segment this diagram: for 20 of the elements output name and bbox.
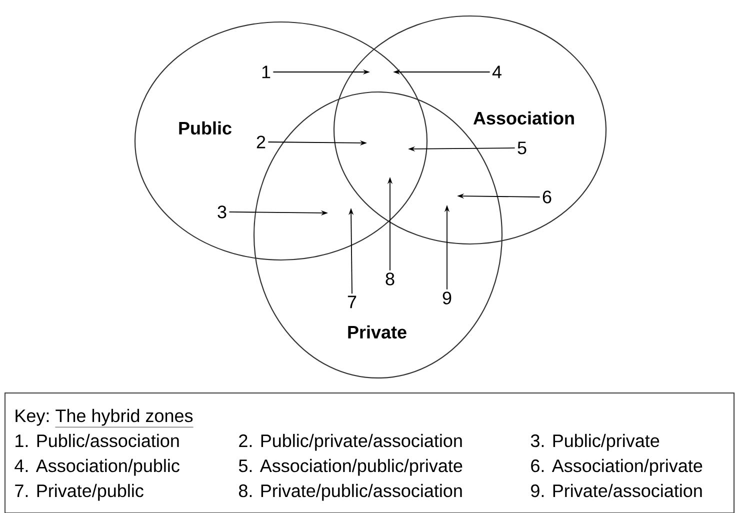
key-entry: 8. Private/public/association <box>239 484 462 501</box>
key-entry: 1. Public/association <box>16 434 179 448</box>
zone-number: 6 <box>542 190 552 204</box>
key-entry: 3. Public/private <box>530 434 660 451</box>
key-entry: 5. Association/public/private <box>238 458 462 476</box>
zone-number: 5 <box>518 142 526 154</box>
zone-number: 9 <box>442 292 452 304</box>
key-box <box>4 392 734 513</box>
zone-number: 1 <box>262 66 270 78</box>
zone-number: 8 <box>386 272 394 286</box>
zone-number: 4 <box>492 66 502 78</box>
zone-number: 2 <box>256 136 266 148</box>
key-heading: Key: The hybrid zones <box>16 408 194 428</box>
key-entry: 9. Private/association <box>531 484 702 498</box>
zone-number: 3 <box>218 206 226 218</box>
zone-number: 7 <box>348 296 356 308</box>
key-entry: 4. Association/public <box>14 458 180 476</box>
key-entry: 2. Public/private/association <box>239 434 462 451</box>
key-entry: 6. Association/private <box>531 458 702 476</box>
key-entry: 7. Private/public <box>15 484 144 501</box>
